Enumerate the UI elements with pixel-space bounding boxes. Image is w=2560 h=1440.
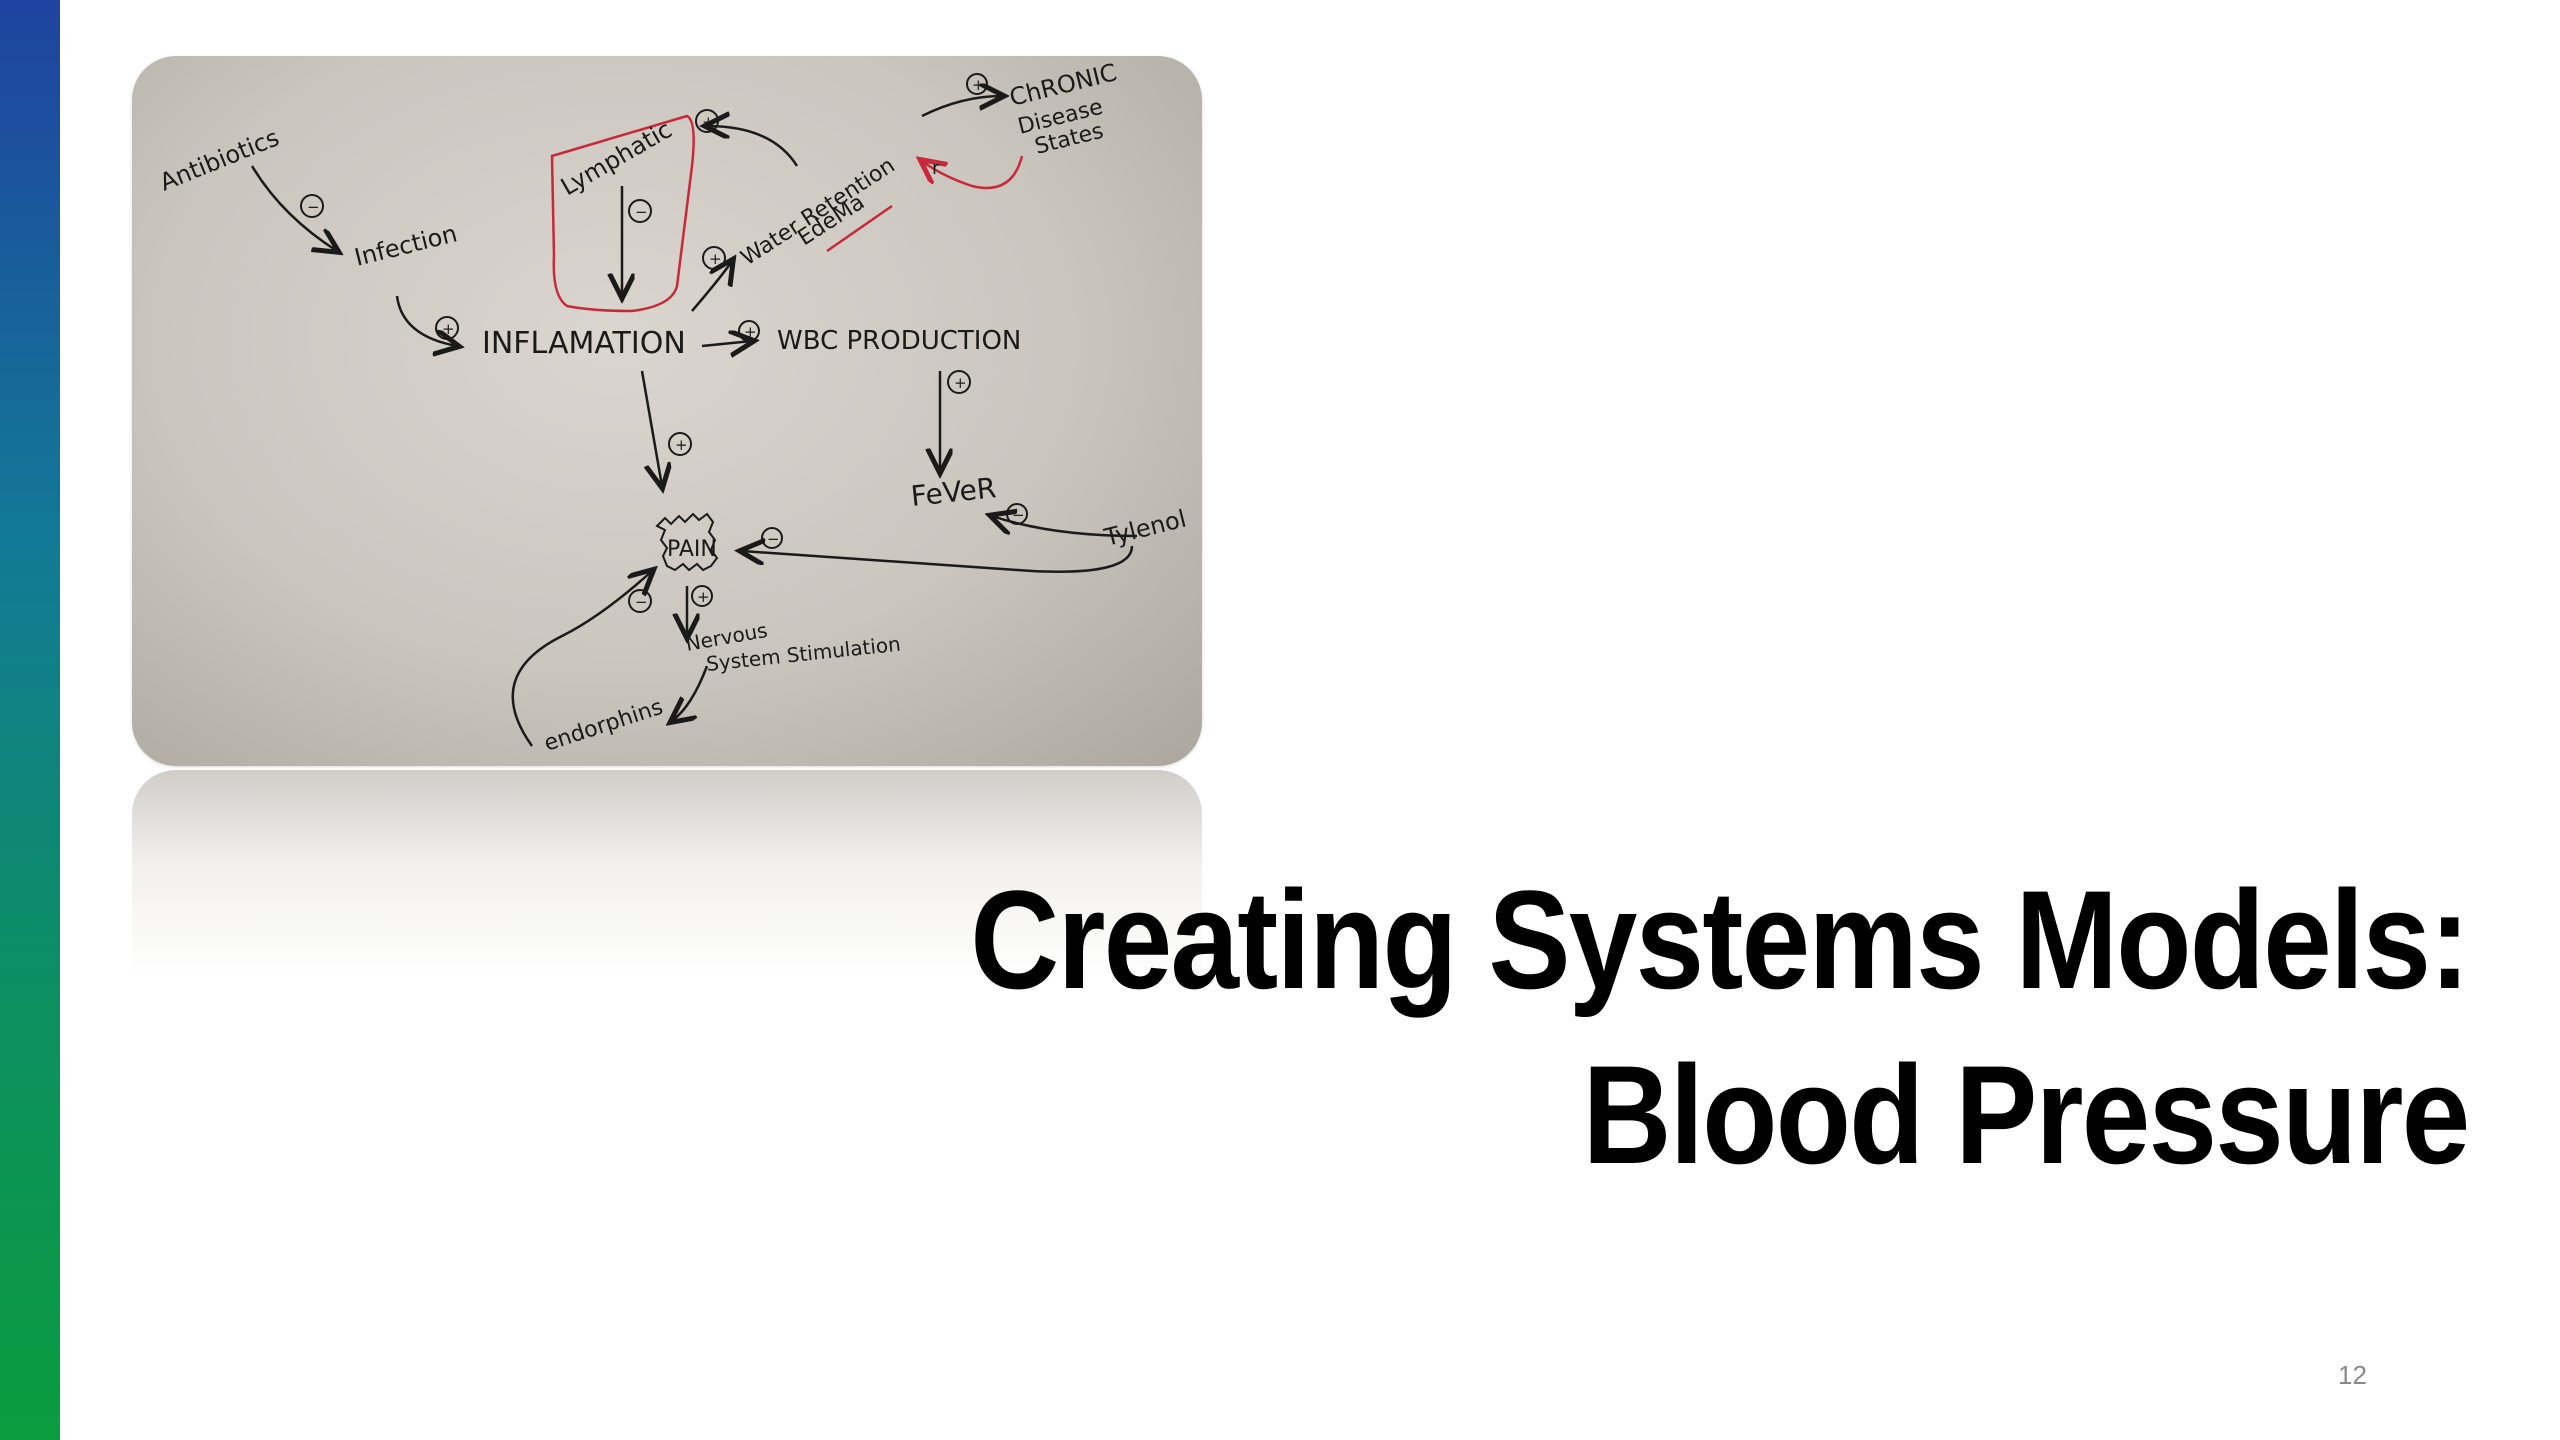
arrow-inflamation-pain [640, 370, 662, 486]
sign-lymphatic-inflamation: − [635, 203, 648, 221]
node-lymphatic: Lymphatic [556, 115, 677, 201]
node-infection: Infection [352, 219, 460, 271]
node-water-retention: Water Retention [737, 153, 900, 271]
sign-wbc-fever: + [954, 374, 967, 392]
node-fever: FeVeR [909, 471, 997, 513]
sign-water-lymphatic: + [702, 113, 715, 131]
slide-title-line-2: Blood Pressure [1582, 1036, 2470, 1193]
arrow-tylenol-pain [742, 546, 1134, 573]
sign-infection-inflamation: + [442, 320, 455, 338]
arrow-infection-inflamation [395, 295, 457, 346]
node-tylenol: Tylenol [1101, 505, 1189, 553]
arrow-antibiotics-infection [250, 165, 337, 251]
sign-water-chronic: + [972, 76, 985, 94]
node-inflamation: INFLAMATION [482, 326, 686, 361]
whiteboard-photo: r Antibiotics Infection Lymphatic Water … [132, 56, 1202, 766]
accent-side-band [0, 0, 60, 1440]
sign-inflamation-pain: + [675, 436, 688, 454]
arrow-water-chronic [921, 96, 1002, 118]
sign-tylenol-fever: − [1012, 506, 1025, 524]
edema-underline [826, 204, 893, 253]
sign-pain-nervous: + [697, 588, 710, 606]
slide-title: Creating Systems Models: Blood Pressure [969, 852, 2470, 1202]
lymphatic-box [550, 114, 695, 313]
photo-reflection [132, 770, 1202, 980]
arrow-water-lymphatic [707, 126, 799, 167]
node-wbc-production: WBC PRODUCTION [777, 326, 1021, 356]
slide-title-line-1: Creating Systems Models: [969, 861, 2470, 1018]
pain-scribble [655, 512, 719, 572]
whiteboard-surface: r Antibiotics Infection Lymphatic Water … [132, 56, 1202, 766]
node-pain: PAIN [667, 537, 717, 562]
chronic-loop-arrow [922, 155, 1024, 190]
sign-antibiotics-infection: − [307, 198, 320, 216]
arrow-inflamation-water [691, 261, 732, 312]
arrow-endorphins-pain [511, 571, 652, 747]
slide-page-number: 12 [2338, 1360, 2367, 1390]
arrow-nervous-endorphins [672, 665, 709, 721]
sign-tylenol-pain: − [767, 530, 780, 548]
chronic-loop-sign: r [932, 158, 940, 179]
sign-inflamation-water: + [709, 250, 722, 268]
sign-inflamation-wbc: + [744, 323, 757, 341]
node-endorphins: endorphins [541, 695, 666, 757]
sign-endorphins-pain: − [635, 593, 648, 611]
arrow-inflamation-wbc [701, 341, 752, 346]
causal-loop-diagram: r Antibiotics Infection Lymphatic Water … [156, 58, 1189, 757]
arrow-tylenol-fever [992, 516, 1138, 538]
